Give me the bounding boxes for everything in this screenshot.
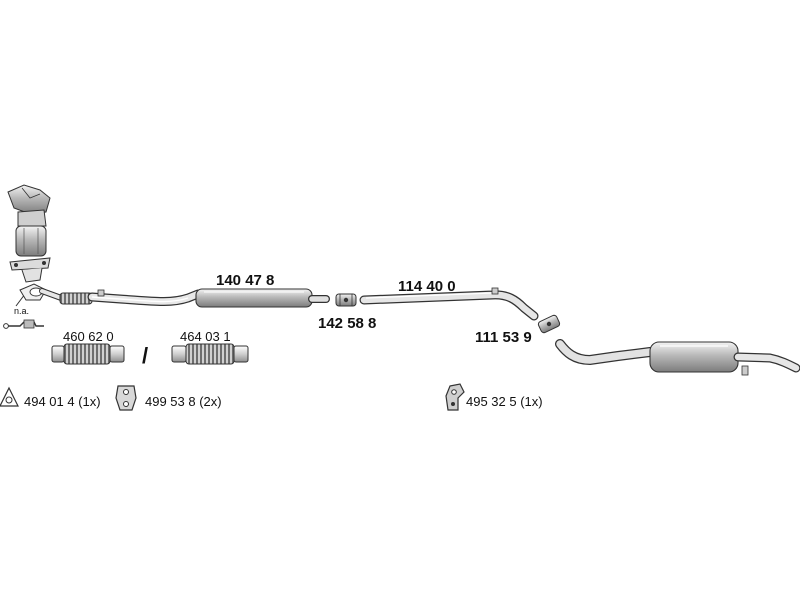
accessory-label-bracket: 495 32 5 (1x): [466, 394, 543, 409]
accessory-label-rubber-mount: 499 53 8 (2x): [145, 394, 222, 409]
part-label-460620: 460 62 0: [63, 329, 114, 344]
flex-pipe-460620: [51, 343, 125, 365]
clamp-111539: [537, 314, 561, 334]
lambda-sensor: [3, 319, 44, 329]
clamp-142588: [335, 293, 357, 307]
centre-muffler: [195, 288, 330, 308]
manifold-catalyst: [7, 184, 51, 283]
gasket-icon: [0, 386, 19, 407]
not-applicable-note: n.a.: [14, 306, 30, 316]
accessory-label-gasket: 494 01 4 (1x): [24, 394, 101, 409]
part-label-111539: 111 53 9: [475, 329, 532, 346]
part-label-464031: 464 03 1: [180, 329, 231, 344]
part-label-142588: 142 58 8: [318, 315, 377, 332]
flex-pipe-464031: [171, 343, 249, 365]
rubber-mount-icon: [115, 385, 137, 411]
part-label-140478: 140 47 8: [216, 272, 275, 289]
bracket-icon: [445, 383, 465, 411]
middle-pipe: [359, 287, 539, 321]
part-label-114400: 114 40 0: [398, 278, 456, 295]
rear-muffler: [555, 339, 800, 376]
alternative-separator: /: [142, 343, 149, 368]
front-pipe: [19, 283, 203, 307]
